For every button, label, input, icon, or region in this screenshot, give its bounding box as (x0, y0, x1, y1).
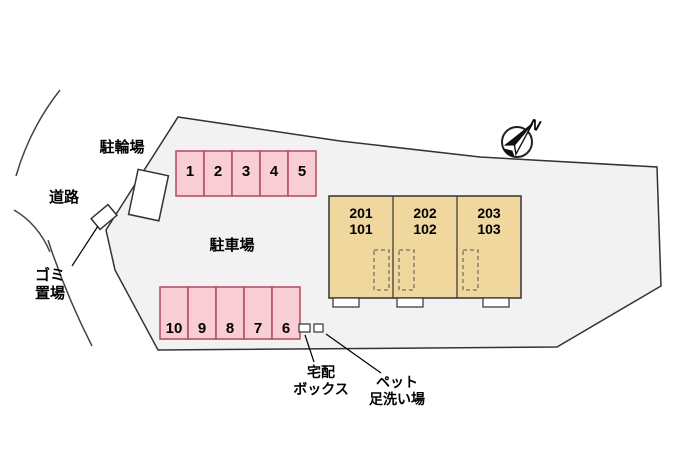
unit-number-lower: 101 (349, 221, 373, 237)
bicycle-parking-area (127, 168, 170, 222)
parking-space (243, 286, 273, 340)
label-garbage-line2: 置場 (35, 285, 65, 302)
parking-number: 3 (242, 163, 250, 180)
label-delivery-box-line2: ボックス (293, 381, 349, 397)
compass-north-icon: N (501, 116, 544, 158)
pet-wash-leader-line (325, 333, 382, 374)
stair-dashed-outline (462, 249, 479, 291)
delivery-box (298, 323, 311, 333)
parking-number: 9 (198, 320, 206, 337)
label-pet-wash-line2: 足洗い場 (369, 391, 425, 407)
parking-space (215, 286, 245, 340)
delivery-box-leader-line (304, 334, 315, 363)
label-bicycle-parking: 駐輪場 (99, 138, 144, 156)
stair-dashed-outline (398, 249, 415, 291)
parking-number: 8 (226, 320, 234, 337)
pet-wash-station (313, 323, 324, 333)
building: 201 101 202 102 203 103 (328, 195, 522, 308)
unit-number-upper: 201 (349, 205, 373, 221)
parking-space (271, 286, 301, 340)
entrance-step (396, 297, 424, 308)
parking-space (287, 150, 317, 197)
parking-space (187, 286, 217, 340)
unit-number-lower: 103 (477, 221, 501, 237)
parking-number: 4 (270, 163, 279, 180)
garbage-area (90, 203, 118, 231)
parking-space (159, 286, 189, 340)
stair-dashed-outline (373, 249, 390, 291)
unit-number-lower: 102 (413, 221, 437, 237)
label-parking-lot: 駐車場 (209, 236, 254, 254)
parking-number: 5 (298, 163, 306, 180)
parking-number: 6 (282, 320, 290, 337)
parking-number: 1 (186, 163, 194, 180)
parking-number: 10 (166, 320, 183, 337)
entrance-step (482, 297, 510, 308)
garbage-leader-line (71, 225, 99, 267)
parking-number: 2 (214, 163, 222, 180)
parking-space (175, 150, 205, 197)
compass-north-label: N (527, 116, 544, 136)
parking-row-bottom: 10 9 8 7 6 (159, 286, 301, 340)
label-pet-wash-line1: ペット (376, 374, 418, 390)
parking-row-top: 1 2 3 4 5 (175, 150, 317, 197)
unit-number-upper: 203 (477, 205, 501, 221)
unit-number-upper: 202 (413, 205, 437, 221)
entrance-step (332, 297, 360, 308)
label-delivery-box-line1: 宅配 (307, 364, 335, 380)
road-edge-lines (13, 89, 93, 347)
label-garbage-line1: ゴミ (35, 266, 65, 284)
label-road: 道路 (49, 188, 80, 206)
parking-number: 7 (254, 320, 262, 337)
parking-space (203, 150, 233, 197)
